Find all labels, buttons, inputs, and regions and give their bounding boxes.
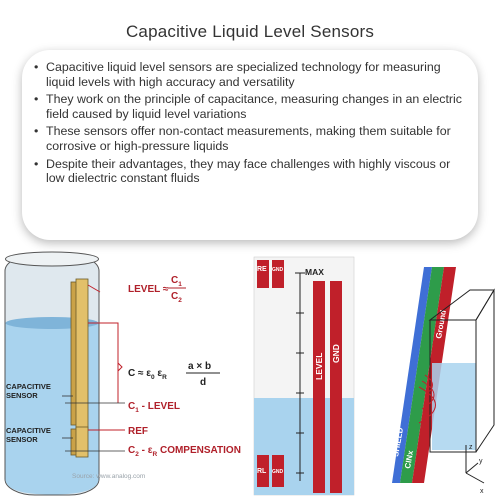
axis-y <box>465 462 479 474</box>
source-credit: Source: www.analog.com <box>72 473 145 480</box>
bullet-list: Capacitive liquid level sensors are spec… <box>22 50 478 186</box>
axis-x-label: x <box>480 488 484 495</box>
re-label: RE <box>257 266 267 273</box>
gnd-electrode-label: GND <box>331 344 341 363</box>
level-sensor-front <box>75 278 89 430</box>
level-electrode <box>313 281 325 493</box>
level-eq-c1: C1 <box>171 275 182 288</box>
bullet-item: They work on the principle of capacitanc… <box>34 92 464 121</box>
re-gnd-label: GND <box>272 267 284 273</box>
field-line <box>421 380 435 410</box>
rl-gnd-label: GND <box>272 469 284 475</box>
level-eq-c2: C2 <box>171 291 182 304</box>
level-electrode-label: LEVEL <box>314 353 324 380</box>
c1-level-label: C1 - LEVEL <box>128 401 180 414</box>
curly-brace <box>117 323 123 403</box>
max-label: MAX <box>305 267 324 277</box>
axis-x <box>465 472 485 484</box>
c2-compensation-label: C2 - εR COMPENSATION <box>128 445 241 458</box>
capacitance-eq: C ≈ ε0 εR <box>128 368 167 381</box>
field-line <box>424 374 433 396</box>
level-sensor-bracket <box>87 284 101 293</box>
bullet-item: Capacitive liquid level sensors are spec… <box>34 60 464 89</box>
sensor-label-2a: CAPACITIVE <box>6 426 51 435</box>
shield-layer <box>392 267 432 483</box>
container-box-side <box>475 288 495 453</box>
field-line <box>418 386 436 424</box>
summary-card: Capacitive liquid level sensors are spec… <box>22 50 478 240</box>
sensor-label-1a: CAPACITIVE <box>6 382 51 391</box>
rl-gnd-pad <box>272 455 284 487</box>
re-gnd-pad <box>272 260 284 288</box>
ref-sensor-front <box>75 426 89 458</box>
tank-top <box>5 251 99 267</box>
sensor-label-1b: SENSOR <box>6 391 38 400</box>
bullet-item: These sensors offer non-contact measurem… <box>34 124 464 153</box>
rl-label: RL <box>257 468 267 475</box>
container-box-front <box>429 319 477 453</box>
rl-pad <box>257 455 269 487</box>
sensor-label-2b: SENSOR <box>6 435 38 444</box>
sensor-illustrations: CAPACITIVE SENSOR CAPACITIVE SENSOR LEVE… <box>4 251 495 496</box>
container-liquid-front <box>432 363 476 450</box>
re-pad <box>257 260 269 288</box>
ref-label: REF <box>128 426 148 437</box>
cinx-label: CINx <box>403 449 415 469</box>
level-eq-label: LEVEL ≈ <box>128 284 169 295</box>
page-title: Capacitive Liquid Level Sensors <box>125 22 375 41</box>
gnd-electrode <box>330 281 342 493</box>
bullet-item: Despite their advantages, they may face … <box>34 157 464 186</box>
electrode-diagram: RE GND MAX LEVEL GND RL GND <box>253 256 355 496</box>
tank-diagram: CAPACITIVE SENSOR CAPACITIVE SENSOR LEVE… <box>4 251 241 496</box>
capacitance-eq-numerator: a × b <box>188 361 211 372</box>
capacitance-eq-denominator: d <box>200 377 206 388</box>
cinx-layer <box>400 267 444 483</box>
layered-sensor-diagram: SHIELD CINx Ground z y x <box>391 267 495 495</box>
axis-y-label: y <box>479 458 483 465</box>
axis-z-label: z <box>469 444 473 451</box>
